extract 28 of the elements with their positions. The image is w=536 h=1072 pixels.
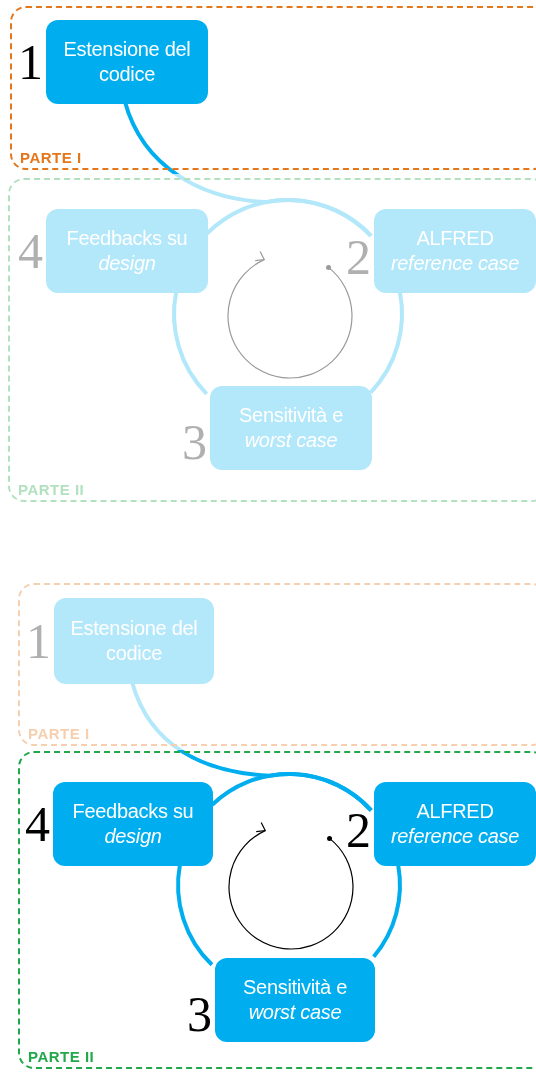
step-number: 3 xyxy=(182,417,207,467)
step-number: 2 xyxy=(346,232,371,282)
dashed-group-frame xyxy=(18,751,536,1069)
dashed-group-frame xyxy=(8,178,536,502)
dashed-group-frame xyxy=(10,6,536,170)
connector-line xyxy=(372,864,402,958)
step-label: Sensitività e worst case xyxy=(242,975,348,1025)
group-label: PARTE I xyxy=(20,149,82,166)
connector-line xyxy=(369,291,404,394)
connector-line xyxy=(176,864,214,967)
group-label: PARTE II xyxy=(18,481,85,498)
group-label: PARTE I xyxy=(28,725,90,742)
step-label: Feedbacks su design xyxy=(65,226,189,276)
step-label: ALFRED reference case xyxy=(389,226,521,276)
dashed-group-frame xyxy=(18,583,536,746)
step-label: Sensitività e worst case xyxy=(238,403,344,453)
step-label: Estensione del codice xyxy=(62,37,192,87)
step-number: 1 xyxy=(26,616,51,666)
step-label: Feedbacks su design xyxy=(71,799,195,849)
group-label: PARTE II xyxy=(28,1048,95,1065)
connector-line xyxy=(172,291,209,396)
step-number: 4 xyxy=(18,226,43,276)
step-label: ALFRED reference case xyxy=(389,799,521,849)
step-number: 4 xyxy=(25,799,50,849)
step-number: 2 xyxy=(346,805,371,855)
step-number: 1 xyxy=(18,37,43,87)
step-label: Estensione del codice xyxy=(69,616,199,666)
step-number: 3 xyxy=(187,989,212,1039)
